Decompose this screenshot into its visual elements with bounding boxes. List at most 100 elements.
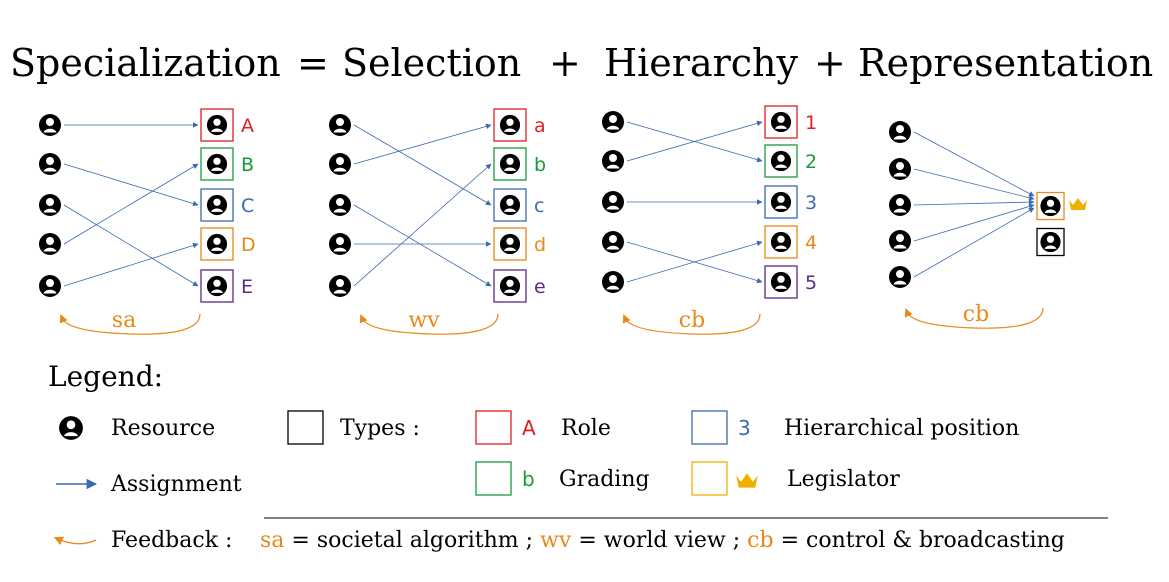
type-box-A [200,108,234,142]
type-resource-icon [770,231,792,253]
resource-icon [889,230,911,252]
fb-cb-def: = control & broadcasting [781,528,1065,553]
crown-icon [736,473,758,488]
type-box-d [493,227,527,261]
type-label: a [534,115,546,137]
assignment-arrow [353,163,492,287]
type-resource-icon [206,233,228,255]
panel-3: 1 2 3 4 5 cb [602,105,817,335]
type-box-2 [764,144,798,178]
type-box-3 [764,185,798,219]
type-resource-icon [770,111,792,133]
role-letter: A [522,416,536,440]
legend-types: Types : [340,416,420,441]
grading-box [475,461,512,496]
type-label: 5 [805,272,817,294]
legend-title: Legend: [48,360,163,393]
resource-icon [889,158,911,180]
type-label: 4 [805,232,817,254]
type-resource-icon [206,194,228,216]
resource-icon [329,114,351,136]
fb-wv: wv [540,528,572,553]
type-label: 2 [805,151,817,173]
type-box-4 [764,225,798,259]
type-label: c [534,195,544,217]
assignment-arrow [63,242,199,287]
type-label: e [534,276,546,298]
assignment-arrow [353,124,492,206]
type-label: E [241,276,253,298]
type-box-c [493,188,527,222]
type-box-C [200,188,234,222]
resource-icon [329,194,351,216]
resource-icon [889,266,911,288]
legend-hierarchical-position: Hierarchical position [784,416,1019,441]
assignment-arrow [913,203,1035,242]
type-label: A [241,115,254,137]
assignment-arrow [626,120,763,162]
type-resource-icon [499,194,521,216]
legend-grading: Grading [559,467,650,492]
legend-feedback: Feedback : [111,528,232,553]
feedback-label: cb [963,302,989,327]
grading-letter: b [522,467,535,491]
assignment-arrow [353,123,492,165]
crown-icon [1069,198,1087,210]
feedback-definitions: sa = societal algorithm ; wv = world vie… [260,528,1065,553]
resource-icon [329,275,351,297]
feedback-arc [904,307,1044,329]
assignment-arrow [63,204,199,287]
legend-legislator: Legislator [787,467,900,492]
type-resource-icon [206,114,228,136]
assignment-arrow [913,131,1035,197]
feedback-label: sa [112,308,136,333]
resource-icon [39,233,61,255]
legend-role: Role [561,416,611,441]
feedback-label: cb [679,308,705,333]
type-box-E [200,269,234,303]
hierarchical-number: 3 [738,416,751,440]
assignment-arrow [626,240,763,283]
title-hierarchy: Hierarchy [604,41,799,85]
assignment-arrow [913,168,1035,201]
type-resource-icon [1040,195,1061,217]
type-resource-icon [206,153,228,175]
type-box-e [493,269,527,303]
title-representation: Representation [858,41,1153,85]
resource-icon [39,153,61,175]
fb-sa: sa [260,528,284,553]
feedback-arc [622,313,761,335]
type-label: 1 [805,112,817,134]
title-plus-2: + [814,41,846,85]
role-box [475,410,512,445]
type-label: b [534,154,546,176]
type-box-b [493,147,527,181]
resource-icon [39,275,61,297]
title-equals: = [297,41,329,85]
type-label: 3 [805,192,817,214]
feedback-arc [59,313,201,335]
title-selection: Selection [342,41,521,85]
assignment-arrow [913,207,1035,278]
resource-icon [59,416,83,440]
type-box-D [200,227,234,261]
fb-cb: cb [747,528,773,553]
feedback-arrow-icon [53,536,97,546]
type-resource-icon [770,271,792,293]
legislator-box [691,461,728,496]
type-resource-icon [770,150,792,172]
type-resource-icon [1040,231,1061,253]
resource-icon [602,271,624,293]
resource-icon [602,111,624,133]
type-resource-icon [206,275,228,297]
type-box-B [200,147,234,181]
resource-icon [329,233,351,255]
title-plus-1: + [549,41,581,85]
panel-4: cb [889,121,1087,329]
fb-wv-def: = world view ; [578,528,740,553]
legend: Legend: Resource Assignment Feedback : T… [48,360,1108,553]
